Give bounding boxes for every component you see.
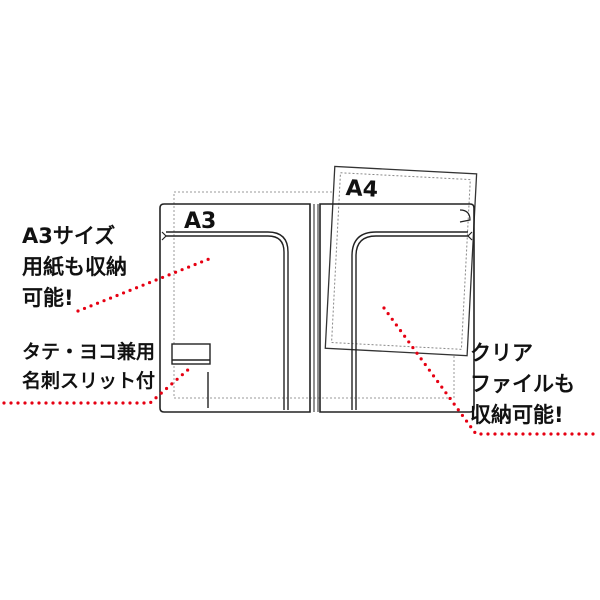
a3-label: A3 xyxy=(184,209,216,234)
card-slit xyxy=(171,343,211,408)
right-pocket xyxy=(351,209,473,410)
leader-lines xyxy=(2,255,600,436)
callout-line: クリア xyxy=(470,341,533,365)
callout-line: タテ・ヨコ兼用 xyxy=(22,341,156,363)
callout-clear-file: クリア ファイルも 収納可能! xyxy=(470,338,578,431)
leader-clear xyxy=(382,306,600,436)
a4-label: A4 xyxy=(345,176,379,203)
leader-slit xyxy=(2,366,192,405)
folder-body xyxy=(159,203,475,413)
callout-line: ファイルも xyxy=(470,372,575,396)
callout-line: 可能! xyxy=(22,286,74,310)
callout-line: 用紙も収納 xyxy=(22,255,127,279)
left-pocket xyxy=(161,231,289,410)
a4-clear-file: A4 xyxy=(324,165,478,357)
callout-card-slit: タテ・ヨコ兼用 名刺スリット付 xyxy=(22,338,155,396)
callout-line: 収納可能! xyxy=(470,403,564,427)
callout-a3-storage: A3サイズ 用紙も収納 可能! xyxy=(22,221,127,314)
callout-line: A3サイズ xyxy=(22,224,116,248)
callout-line: 名刺スリット付 xyxy=(22,370,156,392)
